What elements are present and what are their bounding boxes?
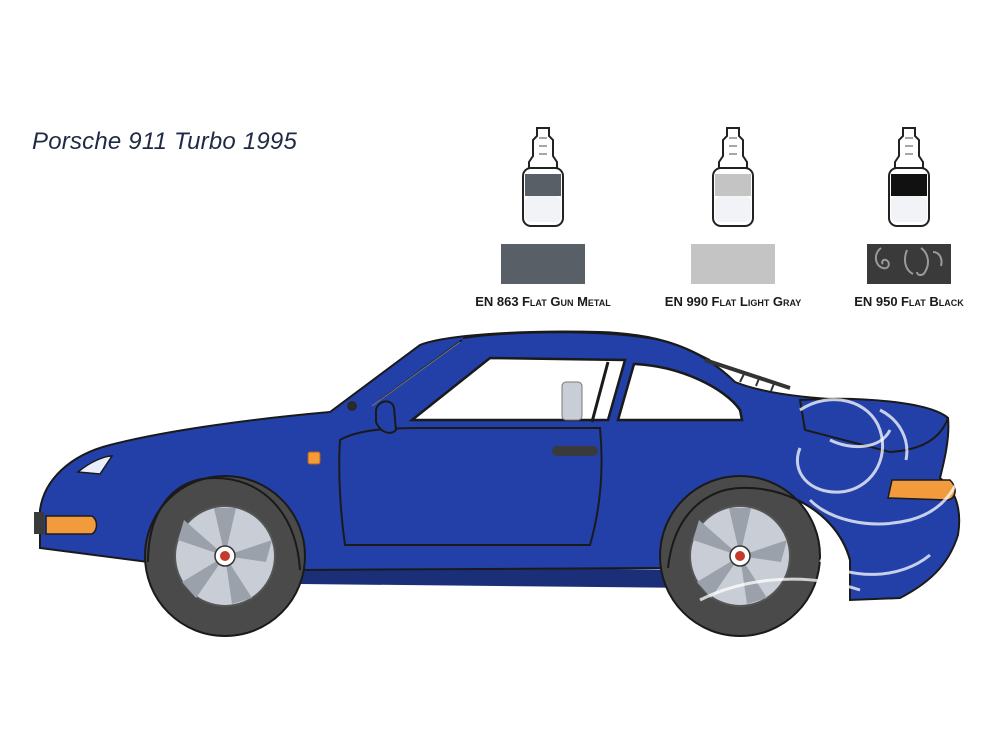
car-door-handle bbox=[552, 446, 598, 456]
car-rear-window bbox=[616, 362, 744, 422]
watermark-logo bbox=[699, 398, 964, 602]
car-rear-lamp bbox=[887, 479, 956, 501]
page-title: Porsche 911 Turbo 1995 bbox=[32, 128, 298, 155]
paint-code: EN 990 bbox=[664, 294, 709, 309]
paint-label: EN 950 Flat Black bbox=[814, 294, 1000, 309]
car-mirror bbox=[375, 400, 398, 434]
paint-name: Flat Black bbox=[900, 294, 964, 309]
paint-name: Flat Light Gray bbox=[711, 294, 802, 309]
car-headlight bbox=[76, 455, 114, 475]
paint-item-light-gray: EN 990 Flat Light Gray bbox=[638, 126, 828, 309]
watermark-fragment bbox=[875, 247, 943, 276]
paint-name: Flat Gun Metal bbox=[521, 294, 611, 309]
paint-bottle-icon bbox=[522, 127, 564, 227]
car-front-indicator bbox=[45, 515, 98, 535]
car-seat bbox=[561, 381, 583, 421]
paint-swatch bbox=[501, 244, 585, 284]
paint-label: EN 990 Flat Light Gray bbox=[638, 294, 828, 309]
car-side-indicator bbox=[307, 451, 321, 465]
car-illustration bbox=[34, 330, 964, 637]
paint-item-gun-metal: EN 863 Flat Gun Metal bbox=[448, 126, 638, 309]
paint-bottle-icon bbox=[712, 127, 754, 227]
paint-code: EN 863 bbox=[475, 294, 519, 309]
paint-bottle-icon bbox=[888, 127, 930, 227]
paint-code: EN 950 bbox=[854, 294, 898, 309]
wheel-badge-icon bbox=[220, 551, 230, 561]
front-wheel bbox=[144, 475, 306, 637]
paint-swatch bbox=[691, 244, 775, 284]
paint-item-black: EN 950 Flat Black bbox=[814, 126, 1000, 309]
wheel-badge-icon bbox=[735, 551, 745, 561]
car-roof bbox=[462, 331, 711, 361]
paint-swatch bbox=[867, 244, 951, 284]
car-sill bbox=[300, 565, 700, 588]
paint-label: EN 863 Flat Gun Metal bbox=[448, 294, 638, 309]
